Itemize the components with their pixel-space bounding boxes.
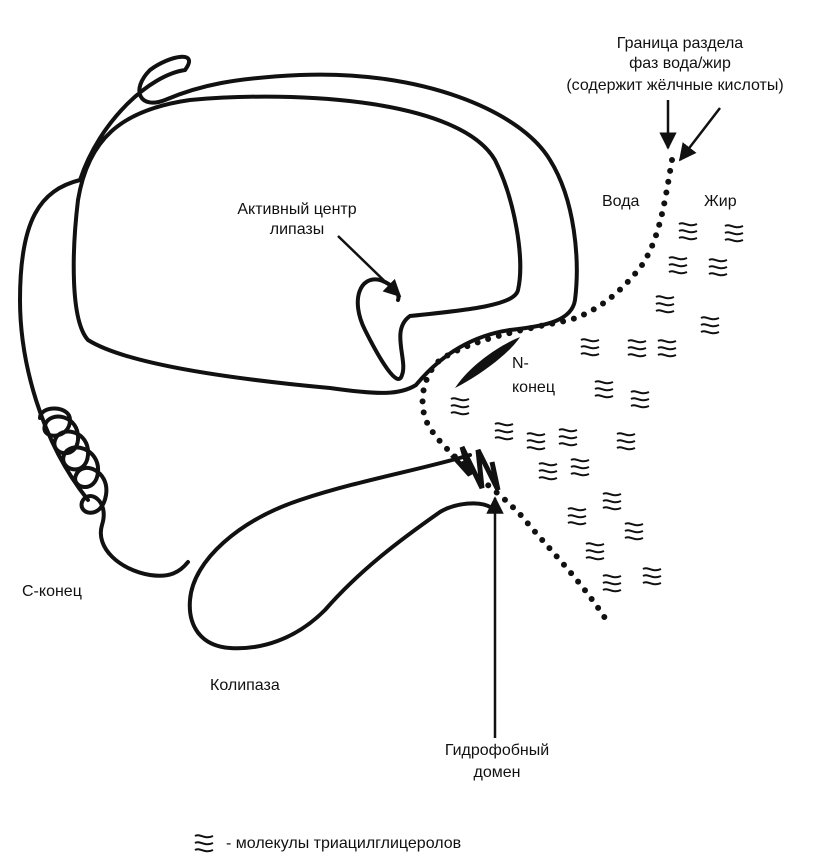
tag-molecule xyxy=(642,567,662,586)
boundary-label-line1: Граница раздела xyxy=(617,35,743,52)
hydrophobic-label-line2: домен xyxy=(474,764,521,781)
tag-molecule xyxy=(585,542,605,561)
tag-molecule xyxy=(450,397,470,416)
hydrophobic-label-line1: Гидрофобный xyxy=(445,742,549,759)
lipase-chain xyxy=(17,54,579,502)
tag-molecule xyxy=(708,258,728,277)
boundary-label-line3: (содержит жёлчные кислоты) xyxy=(566,77,783,94)
tag-molecule xyxy=(630,390,650,409)
tag-molecule xyxy=(558,428,578,447)
water-label: Вода xyxy=(602,193,640,210)
tag-molecule xyxy=(624,522,644,541)
tag-molecule xyxy=(668,256,688,275)
tag-molecule xyxy=(580,338,600,357)
active-center-label-line2: липазы xyxy=(270,221,325,238)
water-fat-boundary xyxy=(419,157,675,621)
tag-molecule xyxy=(567,507,587,526)
hydrophobic-zigzag xyxy=(450,445,501,492)
active-center-arrow xyxy=(337,235,402,298)
tag-molecule xyxy=(494,422,514,441)
tag-molecule xyxy=(602,492,622,511)
active-center-label-line1: Активный центр xyxy=(237,201,356,218)
tag-molecule xyxy=(700,316,720,335)
tag-molecule xyxy=(724,224,744,243)
tag-molecule xyxy=(657,339,677,358)
boundary-arrow-diagonal xyxy=(678,107,721,162)
tag-molecule xyxy=(594,380,614,399)
n-terminus-label-line2: конец xyxy=(512,379,555,396)
tag-molecule xyxy=(538,462,558,481)
tag-molecule xyxy=(602,574,622,593)
fat-label: Жир xyxy=(704,193,737,210)
tag-molecule xyxy=(526,432,546,451)
tag-molecule xyxy=(627,339,647,358)
c-terminal-helix xyxy=(38,406,190,578)
c-terminus-label: С-конец xyxy=(22,583,82,600)
tag-molecule xyxy=(655,295,675,314)
tag-molecule xyxy=(616,432,636,451)
colipase-label: Колипаза xyxy=(210,677,280,694)
boundary-label-line2: фаз вода/жир xyxy=(629,55,731,72)
colipase-chain xyxy=(187,453,494,651)
n-terminus-label-line1: N- xyxy=(512,355,529,372)
tag-molecule xyxy=(570,458,590,477)
legend: - молекулы триацилглицеролов xyxy=(194,834,461,853)
legend-symbol-icon xyxy=(194,834,214,853)
n-terminal-wedge xyxy=(455,337,520,388)
legend-text: - молекулы триацилглицеролов xyxy=(226,835,461,852)
tag-molecule xyxy=(678,222,698,241)
